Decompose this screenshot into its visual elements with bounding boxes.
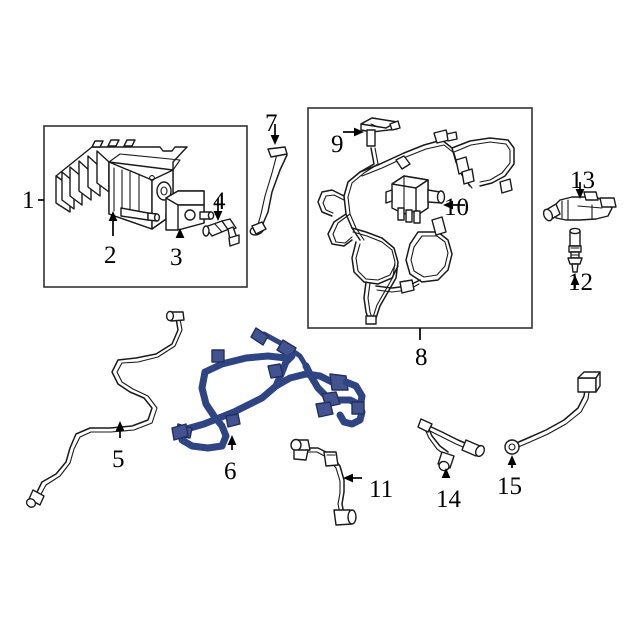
- part-12-pcv-valve: [567, 227, 583, 273]
- callout-label-4: 4: [213, 188, 226, 215]
- callout-label-11: 11: [369, 476, 394, 503]
- leader-3: [175, 228, 185, 238]
- callout-label-2: 2: [104, 242, 117, 269]
- leader-14: [441, 468, 451, 478]
- callout-label-10: 10: [444, 194, 469, 221]
- part-13-pcv-hose: [542, 191, 617, 222]
- leader-13: [575, 182, 585, 199]
- leader-5: [115, 421, 125, 438]
- part-5-fuel-vapor-tube: [25, 310, 185, 508]
- leader-2: [108, 211, 118, 236]
- part-4-vent-valve: [202, 218, 240, 247]
- leader-15: [507, 455, 517, 468]
- part-14-vacuum-hose-tee: [417, 418, 486, 472]
- callout-label-15: 15: [497, 473, 522, 500]
- part-3-purge-solenoid: [165, 190, 215, 231]
- callout-label-13: 13: [570, 167, 595, 194]
- leader-10: [443, 200, 465, 210]
- callout-label-6: 6: [224, 458, 237, 485]
- part-10-solenoid-valve: [385, 175, 446, 224]
- leader-6: [227, 435, 237, 450]
- callout-label-1: 1: [22, 187, 35, 214]
- part-6-fuel-vapor-hose-assembly-highlighted: [171, 327, 366, 452]
- leader-12: [570, 275, 580, 288]
- part-7-vapor-tube: [249, 146, 288, 236]
- callout-label-8: 8: [415, 344, 428, 371]
- callout-label-14: 14: [436, 486, 461, 513]
- callout-label-12: 12: [568, 269, 593, 296]
- part-11-oil-separator-hose: [290, 438, 357, 526]
- leader-7: [270, 124, 280, 145]
- leader-9: [343, 127, 364, 137]
- part-8-vacuum-harness: [317, 129, 515, 325]
- callout-label-5: 5: [112, 446, 125, 473]
- leader-4: [213, 198, 223, 221]
- callout-label-3: 3: [170, 244, 183, 271]
- leader-11: [343, 473, 362, 483]
- callout-label-7: 7: [265, 110, 278, 137]
- part-15-booster-vacuum-tube: [504, 371, 601, 455]
- part-9-vacuum-sensor: [360, 117, 401, 147]
- callout-label-9: 9: [331, 131, 344, 158]
